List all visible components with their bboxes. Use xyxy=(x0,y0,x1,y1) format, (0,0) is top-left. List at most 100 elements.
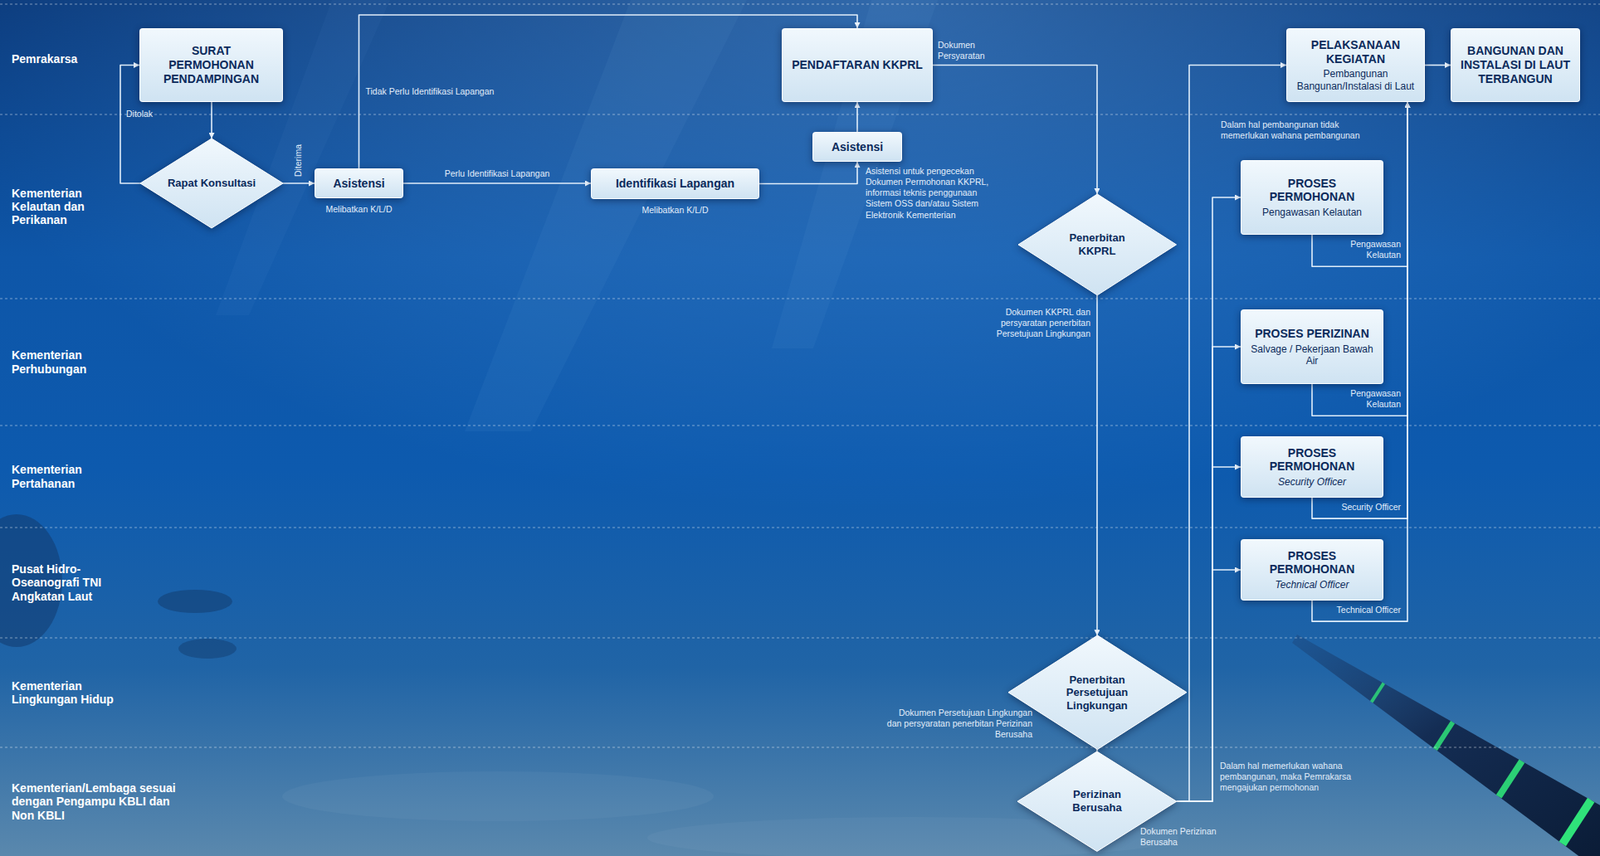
diamond-text-holder: Penerbitan KKPRL xyxy=(1052,231,1142,258)
node-body: Pembangunan Bangunan/Instalasi di Laut xyxy=(1295,68,1416,93)
lane-divider xyxy=(0,527,1600,529)
decision-diamond: Penerbitan KKPRL xyxy=(1018,194,1177,296)
edge-label: Diterima xyxy=(292,144,304,177)
edge-label: Dokumen KKPRL dan persyaratan penerbitan… xyxy=(965,307,1091,340)
diamond-shape xyxy=(140,138,283,229)
edge-label: Security Officer xyxy=(1341,502,1401,513)
undersea-cable xyxy=(1292,634,1600,856)
lane-divider xyxy=(0,4,1600,5)
lane-dividers xyxy=(0,4,1600,748)
process-box: PENDAFTARAN KKPRL xyxy=(781,28,933,103)
edge-label: Tidak Perlu Identifikasi Lapangan xyxy=(365,86,495,98)
edge-label: Dalam hal memerlukan wahana pembangunan,… xyxy=(1219,760,1378,794)
cable-ring xyxy=(1562,800,1591,845)
lane-divider xyxy=(0,114,1600,116)
process-box: Asistensi xyxy=(314,168,404,199)
annotation: Melibatkan K/L/D xyxy=(642,204,709,216)
node-heading: Penerbitan KKPRL xyxy=(1052,231,1142,258)
light-ray xyxy=(464,0,747,432)
node-heading: PROSES PERMOHONAN xyxy=(1249,549,1375,578)
node-heading: Asistensi xyxy=(831,140,883,155)
decision-diamond: Perizinan Berusaha xyxy=(1017,751,1177,852)
cable-ring xyxy=(1498,761,1522,798)
connector-arrow xyxy=(282,182,315,185)
lane-label: Pemrakarsa xyxy=(11,52,78,66)
process-box: PROSES PERIZINANSalvage / Pekerjaan Bawa… xyxy=(1240,309,1384,385)
lane-label: Kementerian/Lembaga sesuai dengan Pengam… xyxy=(11,781,191,822)
node-heading: PELAKSANAAN KEGIATAN xyxy=(1295,38,1416,67)
node-heading: BANGUNAN DAN INSTALASI DI LAUT TERBANGUN xyxy=(1459,43,1571,86)
node-body: Security Officer xyxy=(1278,476,1347,488)
edge-label: Perlu Identifikasi Lapangan xyxy=(444,168,551,180)
process-box: PROSES PERMOHONANPengawasan Kelautan xyxy=(1240,160,1384,235)
node-heading: Asistensi xyxy=(332,176,385,191)
seabed-rock xyxy=(178,639,237,659)
edge-label: Technical Officer xyxy=(1336,604,1401,616)
cable-ring xyxy=(1371,683,1385,703)
cable-ring xyxy=(1434,722,1453,751)
connector-arrow xyxy=(1176,197,1241,802)
node-heading: PROSES PERMOHONAN xyxy=(1249,446,1375,475)
edge-label: Pengawasan Kelautan xyxy=(1326,239,1401,261)
lane-label: Kementerian Kelautan dan Perikanan xyxy=(11,186,124,227)
process-box: PELAKSANAAN KEGIATANPembangunan Bangunan… xyxy=(1286,28,1425,103)
connector-arrow xyxy=(1424,64,1451,67)
node-heading: PENDAFTARAN KKPRL xyxy=(791,58,923,73)
node-heading: SURAT PERMOHONAN PENDAMPINGAN xyxy=(148,43,274,86)
edge-label: Pengawasan Kelautan xyxy=(1326,388,1401,410)
diamond-shape xyxy=(1018,194,1177,296)
connector-arrow xyxy=(856,102,859,132)
node-heading: Rapat Konsultasi xyxy=(167,176,256,191)
connector-arrow xyxy=(403,182,591,185)
seabed-sand xyxy=(282,771,714,822)
edge-label: Ditolak xyxy=(126,108,153,120)
diamond-shape xyxy=(1008,635,1187,750)
lane-divider xyxy=(0,425,1600,427)
process-box: PROSES PERMOHONANSecurity Officer xyxy=(1240,436,1384,498)
node-body: Pengawasan Kelautan xyxy=(1262,206,1362,219)
connector-arrow xyxy=(210,102,213,139)
connector-arrow xyxy=(120,65,141,185)
decision-diamond: Penerbitan Persetujuan Lingkungan xyxy=(1008,635,1187,750)
connector-arrow xyxy=(759,161,858,185)
node-heading: Penerbitan Persetujuan Lingkungan xyxy=(1052,673,1142,713)
diamond-text-holder: Penerbitan Persetujuan Lingkungan xyxy=(1052,673,1142,713)
lane-label: Kementerian Lingkungan Hidup xyxy=(11,679,124,707)
node-heading: PROSES PERMOHONAN xyxy=(1249,176,1375,205)
connector-arrow xyxy=(1176,346,1241,802)
annotation: Asistensi untuk pengecekan Dokumen Permo… xyxy=(865,165,991,221)
node-heading: Identifikasi Lapangan xyxy=(615,176,735,191)
lane-label: Pusat Hidro-Oseanografi TNI Angkatan Lau… xyxy=(11,562,124,603)
connector-arrow xyxy=(1096,295,1098,636)
lane-divider xyxy=(0,638,1600,640)
annotation: Melibatkan K/L/D xyxy=(326,204,393,215)
process-box: PROSES PERMOHONANTechnical Officer xyxy=(1240,539,1384,601)
decision-diamond: Rapat Konsultasi xyxy=(140,138,283,229)
connector-arrow xyxy=(1176,467,1241,802)
process-box: BANGUNAN DAN INSTALASI DI LAUT TERBANGUN xyxy=(1450,28,1581,103)
lane-divider xyxy=(0,747,1600,749)
diamond-shape xyxy=(1017,751,1177,852)
node-body: Salvage / Pekerjaan Bawah Air xyxy=(1249,343,1375,368)
lane-label: Kementerian Perhubungan xyxy=(11,348,124,376)
node-heading: Perizinan Berusaha xyxy=(1052,788,1142,815)
process-box: Asistensi xyxy=(812,131,903,162)
process-box: Identifikasi Lapangan xyxy=(590,168,760,200)
lane-divider xyxy=(0,298,1600,300)
process-box: SURAT PERMOHONAN PENDAMPINGAN xyxy=(139,28,283,103)
node-heading: PROSES PERIZINAN xyxy=(1254,326,1370,342)
edge-label: Dalam hal pembangunan tidak memerlukan w… xyxy=(1220,119,1366,142)
edge-label: Dokumen Persyaratan xyxy=(937,39,1013,62)
lane-label: Kementerian Pertahanan xyxy=(11,463,124,490)
seabed-rock xyxy=(157,590,233,614)
annotation: Dokumen Perizinan Berusaha xyxy=(1140,826,1224,849)
diamond-text-holder: Perizinan Berusaha xyxy=(1052,788,1142,815)
edge-label: Dokumen Persetujuan Lingkungan dan persy… xyxy=(882,707,1033,741)
node-body: Technical Officer xyxy=(1275,579,1350,591)
diamond-text-holder: Rapat Konsultasi xyxy=(167,176,256,191)
